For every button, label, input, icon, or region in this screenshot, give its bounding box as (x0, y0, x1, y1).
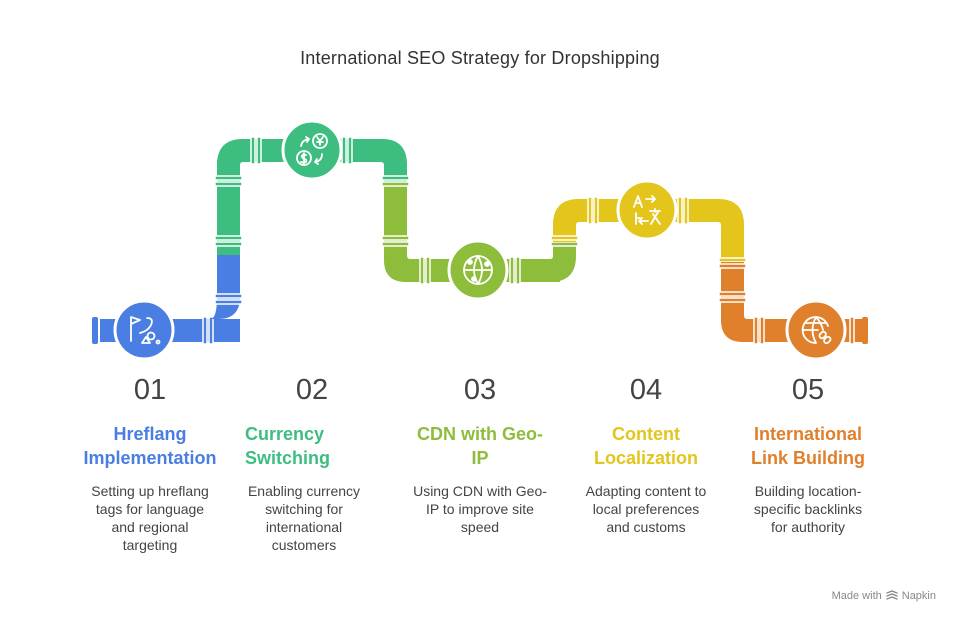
node-cdn (447, 239, 509, 301)
step-description: Using CDN with Geo- IP to improve site s… (395, 482, 565, 536)
napkin-logo-icon (886, 590, 898, 600)
step-title-line: Link Building (751, 448, 865, 468)
node-hreflang (113, 299, 175, 361)
step-title: CDN with Geo- IP (395, 422, 565, 470)
pipe-segment-yellow (550, 196, 747, 263)
step-description-line: for authority (771, 519, 845, 535)
step-description-line: Adapting content to (585, 483, 707, 499)
step-description: Setting up hreflang tags for language an… (65, 482, 235, 554)
step-number: 03 (463, 374, 497, 406)
step-title-line: Implementation (83, 448, 217, 468)
step-title-line: International (753, 424, 862, 444)
translate-icon (633, 195, 661, 225)
node-localization (616, 179, 678, 241)
step-description-line: switching for (265, 501, 343, 517)
made-with-napkin-badge[interactable]: Made with Napkin (832, 590, 936, 602)
flag-path-icon (130, 316, 161, 345)
step-title-line: IP (471, 448, 489, 468)
step-5: 05 International Link Building Building … (723, 372, 893, 536)
network-globe-icon (463, 255, 493, 285)
pipe-segment-lime (381, 181, 579, 285)
step-description-line: targeting (122, 537, 178, 553)
step-description-line: specific backlinks (753, 501, 863, 517)
diagram-title: International SEO Strategy for Dropshipp… (300, 48, 660, 68)
node-currency (281, 119, 343, 181)
step-description-line: Using CDN with Geo- (413, 483, 547, 499)
step-title-line: Localization (593, 448, 698, 468)
step-number: 01 (133, 374, 167, 406)
step-description: Enabling currency switching for internat… (219, 482, 389, 554)
step-number: 02 (295, 374, 329, 406)
step-description-line: Setting up hreflang (91, 483, 209, 499)
node-link-building (785, 299, 847, 361)
step-description-line: customers (271, 537, 337, 553)
step-title: Content Localization (561, 422, 731, 470)
step-description-line: Enabling currency (247, 483, 361, 499)
napkin-brand-label: Napkin (901, 590, 936, 602)
step-title: Hreflang Implementation (65, 422, 235, 470)
step-title: Currency Switching (219, 422, 389, 470)
made-with-label: Made with (831, 590, 882, 602)
step-description-line: and customs (606, 519, 686, 535)
step-description-line: local preferences (592, 501, 700, 517)
step-description-line: international (265, 519, 343, 535)
step-title-line: Content (612, 424, 680, 444)
step-title: International Link Building (723, 422, 893, 470)
currency-exchange-icon (296, 133, 328, 166)
step-description-line: tags for language (95, 501, 205, 517)
step-1: 01 Hreflang Implementation Setting up hr… (65, 372, 235, 554)
step-title-line: Hreflang (113, 424, 187, 444)
step-number: 04 (629, 374, 663, 406)
step-title-line: Switching (245, 448, 330, 468)
step-number: 05 (791, 374, 825, 406)
globe-link-icon (801, 316, 832, 345)
step-description: Building location- specific backlinks fo… (723, 482, 893, 536)
step-3: 03 CDN with Geo- IP Using CDN with Geo- … (395, 372, 565, 536)
step-title-line: CDN with Geo- (417, 424, 543, 444)
step-title-line: Currency (245, 424, 325, 444)
step-description-line: and regional (111, 519, 189, 535)
step-2: 02 Currency Switching Enabling currency … (219, 372, 389, 554)
step-description: Adapting content to local preferences an… (561, 482, 731, 536)
pipe-segment-orange (718, 262, 868, 345)
step-description-line: speed (460, 519, 500, 535)
step-4: 04 Content Localization Adapting content… (561, 372, 731, 536)
step-description-line: IP to improve site (426, 501, 534, 517)
step-description-line: Building location- (754, 483, 862, 499)
